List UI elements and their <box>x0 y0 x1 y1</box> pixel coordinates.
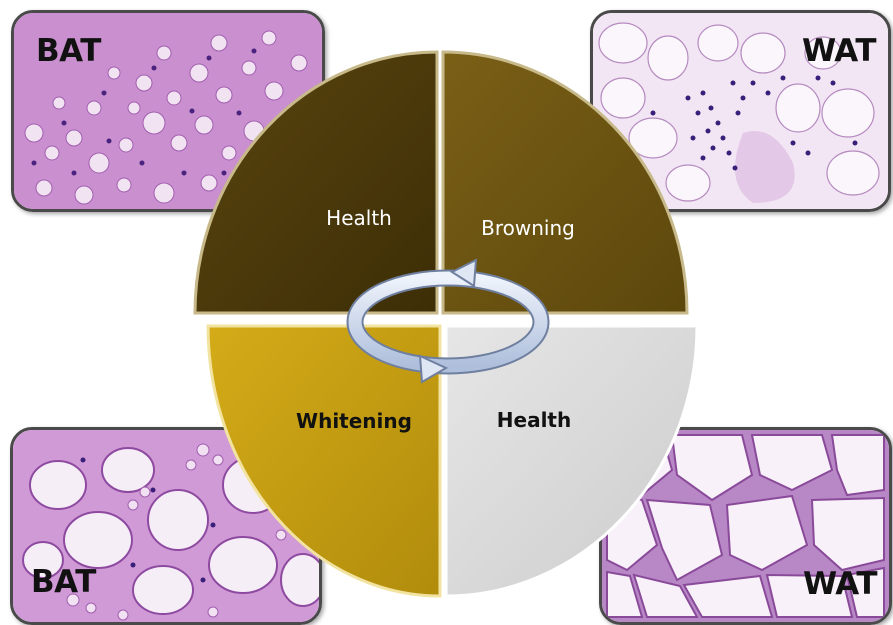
panel-label-bat-top: BAT <box>36 33 101 69</box>
cycle-arrows-icon <box>355 260 541 382</box>
histology-panel-wat-bottom: WAT <box>599 427 892 625</box>
quadrant-label-browning: Browning <box>481 216 575 240</box>
quadrant-label-health-bottom: Health <box>497 408 571 432</box>
panel-label-wat-top: WAT <box>802 33 876 69</box>
quadrant-label-whitening: Whitening <box>296 409 412 433</box>
histology-panel-bat-top: BAT <box>11 10 325 212</box>
panel-label-wat-bottom: WAT <box>803 566 877 602</box>
histology-panel-wat-top: WAT <box>590 10 891 212</box>
histology-panel-bat-bottom: BAT <box>10 427 322 625</box>
quadrant-label-health-top: Health <box>326 206 392 230</box>
panel-label-bat-bottom: BAT <box>31 564 96 600</box>
